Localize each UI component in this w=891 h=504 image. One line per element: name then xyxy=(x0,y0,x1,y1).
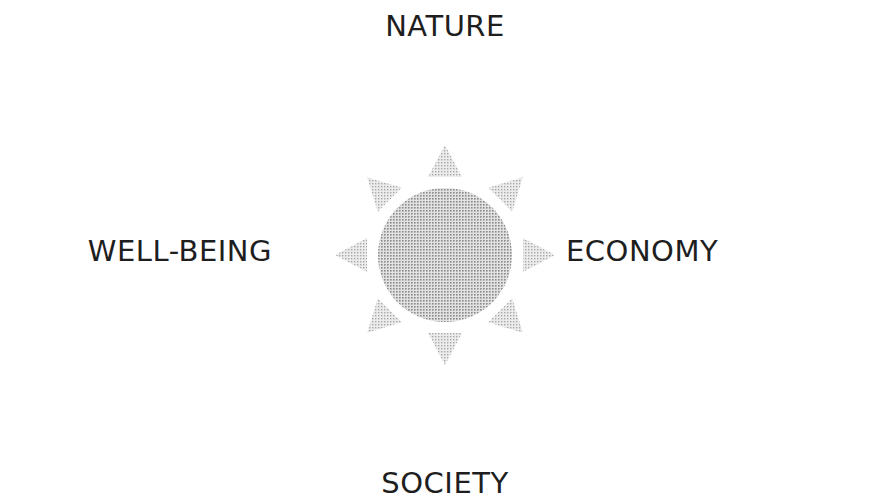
sun-rays xyxy=(335,145,555,365)
sun-ray xyxy=(428,333,462,365)
sun-ray xyxy=(488,298,523,333)
sun-disc xyxy=(378,188,512,322)
direction-label: NATURE xyxy=(385,11,505,43)
sun-ray xyxy=(488,177,523,212)
sun-ray xyxy=(367,298,402,333)
direction-label: ECONOMY xyxy=(566,236,718,268)
sun-ray xyxy=(335,238,367,272)
direction-label: SOCIETY xyxy=(381,468,508,500)
sun-ray xyxy=(523,238,555,272)
sun-ray xyxy=(428,145,462,177)
direction-label: WELL-BEING xyxy=(88,236,272,268)
sun-ray xyxy=(367,177,402,212)
